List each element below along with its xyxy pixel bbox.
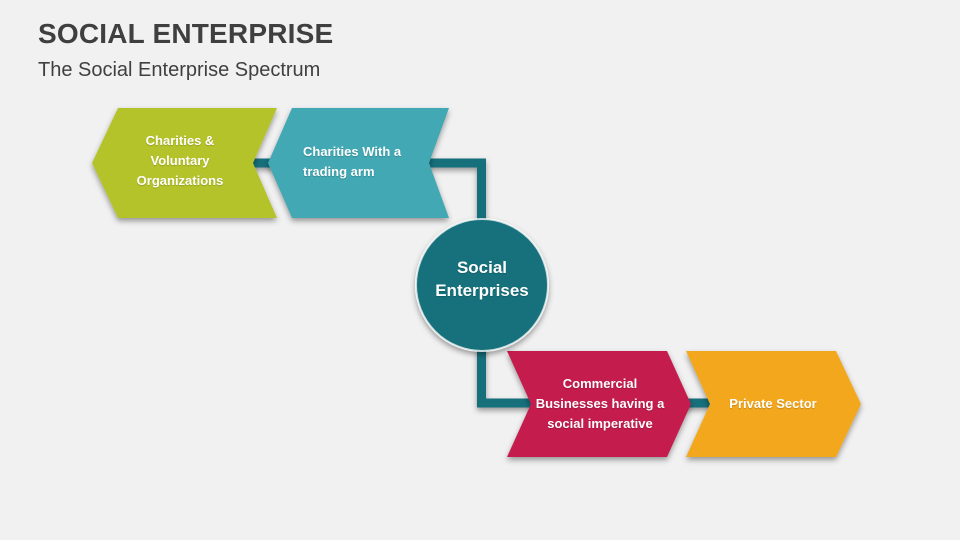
label-line: social imperative	[547, 416, 653, 431]
node-label-charities-trading: Charities With a trading arm	[303, 142, 453, 182]
label-line: Social	[456, 258, 508, 277]
label-line: Organizations	[136, 173, 224, 188]
page-subtitle: The Social Enterprise Spectrum	[38, 59, 321, 81]
label-line: Charities &	[145, 133, 215, 148]
label-line: Commercial	[562, 376, 638, 391]
chevron-private-sector-shape	[686, 351, 861, 457]
label-line: Private Sector	[729, 396, 817, 411]
label-line: Businesses having a	[535, 396, 665, 411]
node-label-charities-voluntary: Charities & Voluntary Organizations	[113, 131, 247, 191]
page-title: SOCIAL ENTERPRISE	[38, 18, 334, 49]
label-line: Enterprises	[435, 281, 529, 300]
hub-circle-shape	[415, 218, 549, 352]
node-label-private-sector: Private Sector	[701, 394, 845, 414]
chevron-commercial-businesses-shape	[507, 351, 691, 457]
node-label-social-enterprises: Social Enterprises	[407, 256, 557, 302]
label-line: trading arm	[303, 164, 375, 179]
label-line: Voluntary	[150, 153, 210, 168]
label-line: Charities With a	[303, 144, 402, 159]
chevron-charities-trading-shape	[268, 108, 449, 218]
node-label-commercial-businesses: Commercial Businesses having a social im…	[527, 374, 673, 434]
chevron-charities-voluntary-shape	[92, 108, 277, 218]
